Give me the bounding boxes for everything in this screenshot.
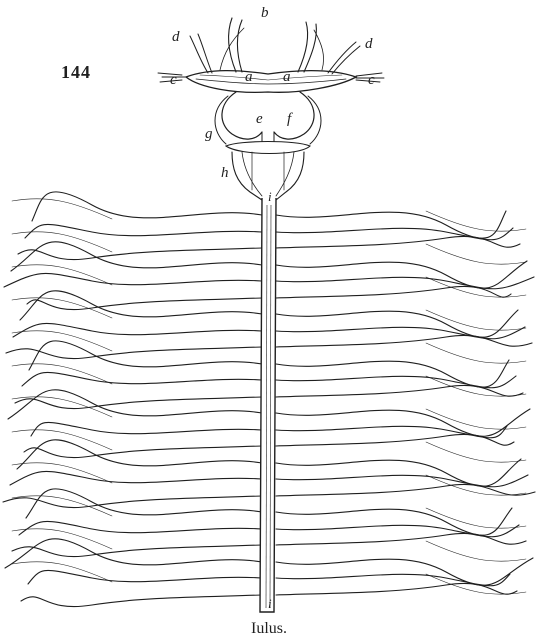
lateral-fiber-left bbox=[12, 529, 112, 549]
lateral-nerve-right bbox=[276, 558, 533, 585]
lateral-nerve-right bbox=[276, 335, 532, 347]
lateral-nerve-left bbox=[22, 372, 262, 386]
lateral-nerve-left bbox=[20, 291, 262, 320]
label-i-top: i bbox=[268, 190, 272, 203]
figure-caption: Iulus. bbox=[0, 620, 538, 638]
lateral-nerve-left bbox=[26, 489, 262, 518]
lateral-nerve-left bbox=[27, 298, 262, 310]
lateral-fiber-left bbox=[12, 430, 112, 450]
lateral-fiber-right bbox=[426, 508, 526, 528]
lateral-nerve-right bbox=[276, 286, 511, 298]
label-a-right: a bbox=[283, 70, 291, 85]
lateral-fiber-left bbox=[12, 397, 112, 417]
lateral-fiber-left bbox=[12, 331, 112, 351]
label-g: g bbox=[205, 127, 213, 142]
label-f: f bbox=[287, 112, 291, 127]
lateral-nerve-right bbox=[276, 426, 507, 438]
lateral-fiber-right bbox=[426, 211, 526, 231]
lateral-nerve-left bbox=[32, 192, 262, 221]
lateral-nerve-left bbox=[18, 248, 262, 260]
label-i-bottom: i bbox=[268, 597, 272, 610]
lateral-nerve-left bbox=[24, 446, 262, 458]
lateral-nerve-left bbox=[8, 390, 262, 419]
lateral-nerve-left bbox=[5, 539, 262, 568]
lateral-nerve-right bbox=[276, 508, 512, 535]
lateral-nerve-left bbox=[6, 347, 262, 359]
label-h: h bbox=[221, 166, 229, 181]
label-c-left: c bbox=[170, 73, 177, 88]
lateral-nerve-left bbox=[10, 471, 262, 485]
lateral-nerve-right bbox=[276, 277, 534, 289]
lateral-nerve-right bbox=[276, 376, 516, 388]
lateral-nerve-left bbox=[12, 545, 262, 557]
lateral-fiber-right bbox=[426, 310, 526, 330]
label-a-left: a bbox=[245, 70, 253, 85]
lateral-nerve-left bbox=[21, 595, 262, 607]
lateral-fiber-left bbox=[12, 496, 112, 516]
lateral-fiber-left bbox=[12, 232, 112, 252]
lateral-fiber-right bbox=[426, 409, 526, 429]
lateral-nerve-right bbox=[276, 434, 514, 446]
lateral-nerve-right bbox=[276, 211, 506, 238]
lateral-nerve-left bbox=[25, 224, 262, 238]
ventral-nerve-cord bbox=[260, 198, 276, 612]
label-c-right: c bbox=[368, 73, 375, 88]
lateral-nerve-right bbox=[276, 310, 518, 337]
label-e: e bbox=[256, 112, 263, 127]
lateral-nerve-right bbox=[276, 409, 530, 436]
lateral-nerve-left bbox=[31, 422, 262, 436]
lateral-fiber-left bbox=[12, 298, 112, 318]
lateral-nerve-left bbox=[28, 570, 262, 584]
lateral-nerve-left bbox=[3, 496, 262, 508]
lateral-nerve-left bbox=[19, 521, 262, 535]
lateral-nerve-left bbox=[13, 323, 262, 337]
lateral-nerve-right bbox=[276, 583, 517, 595]
label-d-left: d bbox=[172, 30, 180, 45]
figure-number: 144 bbox=[61, 62, 91, 83]
lateral-nerve-right bbox=[276, 533, 526, 545]
lateral-nerve-left bbox=[11, 242, 262, 271]
lateral-nerve-left bbox=[4, 273, 262, 287]
label-d-right: d bbox=[365, 37, 373, 52]
lateral-fiber-left bbox=[12, 199, 112, 219]
lateral-nerve-left bbox=[15, 397, 262, 409]
lateral-nerve-right bbox=[276, 360, 509, 387]
lateral-fiber-right bbox=[426, 442, 526, 462]
brain-ganglia bbox=[158, 18, 384, 200]
lateral-nerve-left bbox=[29, 341, 262, 370]
label-b: b bbox=[261, 6, 269, 21]
lateral-nerve-right bbox=[276, 459, 521, 486]
lateral-nerve-right bbox=[276, 261, 527, 288]
